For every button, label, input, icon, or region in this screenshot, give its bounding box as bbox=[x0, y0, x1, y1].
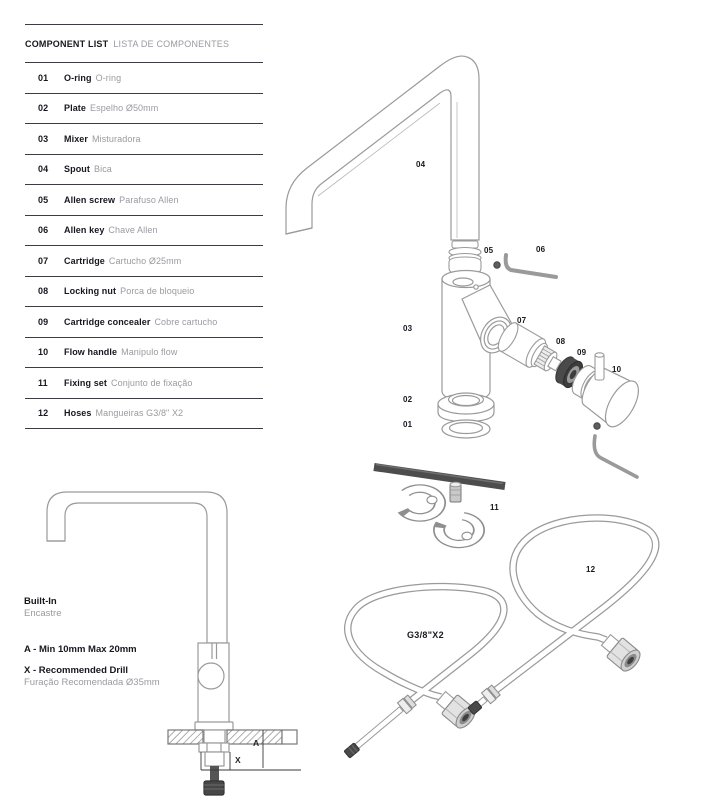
allen-key-drawing bbox=[503, 253, 558, 279]
row-name: Plate bbox=[64, 103, 87, 114]
part-label-06: 06 bbox=[536, 245, 546, 254]
part-label-02: 02 bbox=[403, 395, 413, 404]
spout-connector-drawing bbox=[448, 240, 482, 276]
part-label-05: 05 bbox=[484, 246, 494, 255]
row-number: 09 bbox=[38, 316, 49, 327]
row-number: 04 bbox=[38, 164, 49, 175]
row-number: 08 bbox=[38, 286, 49, 297]
builtin-note-x-desc: Furação Recomendada Ø35mm bbox=[24, 677, 160, 688]
row-name: Allen screw bbox=[64, 194, 116, 205]
row-number: 10 bbox=[38, 347, 49, 358]
row-number: 11 bbox=[38, 377, 48, 388]
row-desc: Cobre cartucho bbox=[154, 316, 218, 327]
component-list-title-en: COMPONENT LIST bbox=[25, 38, 109, 49]
row-number: 01 bbox=[38, 72, 49, 83]
allen-screw2-drawing bbox=[593, 422, 601, 430]
row-desc: O-ring bbox=[95, 72, 122, 83]
exploded-spout-drawing bbox=[285, 55, 480, 241]
row-name: Mixer bbox=[64, 133, 89, 144]
row-name: Cartridge bbox=[64, 255, 105, 266]
table-row: 04 Spout Bica bbox=[25, 155, 263, 185]
oring-drawing bbox=[441, 419, 491, 439]
fixing-set-drawing bbox=[373, 463, 506, 549]
hose-spec-label: G3/8"X2 bbox=[407, 630, 444, 640]
part-label-11: 11 bbox=[490, 503, 499, 512]
part-label-01: 01 bbox=[403, 420, 413, 429]
part-label-12: 12 bbox=[586, 565, 596, 574]
row-name: Fixing set bbox=[64, 377, 108, 388]
row-desc: Bica bbox=[94, 164, 112, 175]
row-desc: Conjunto de fixação bbox=[111, 377, 193, 388]
plate-drawing bbox=[437, 392, 495, 423]
allen-key2-drawing bbox=[592, 434, 639, 479]
row-desc: Cartucho Ø25mm bbox=[108, 255, 182, 266]
dimension-label-a: A bbox=[253, 738, 260, 748]
row-name: Flow handle bbox=[64, 347, 118, 358]
builtin-faucet-drawing bbox=[46, 491, 298, 796]
row-desc: Manipulo flow bbox=[121, 347, 178, 358]
row-name: O-ring bbox=[64, 72, 92, 83]
dimension-label-x: X bbox=[235, 755, 241, 765]
row-number: 12 bbox=[38, 408, 49, 419]
row-number: 03 bbox=[38, 133, 49, 144]
row-name: Hoses bbox=[64, 408, 92, 419]
component-list-title-pt: LISTA DE COMPONENTES bbox=[113, 38, 230, 49]
builtin-notes: Built-In Encastre A - Min 10mm Max 20mm … bbox=[24, 596, 160, 689]
row-desc: Porca de bloqueio bbox=[120, 286, 195, 297]
hose-right-drawing bbox=[467, 514, 660, 715]
handle-pin-drawing bbox=[594, 352, 605, 381]
cartridge-assembly-drawing bbox=[497, 322, 639, 428]
builtin-subtitle: Encastre bbox=[24, 608, 62, 619]
row-number: 07 bbox=[38, 255, 49, 266]
row-name: Cartridge concealer bbox=[64, 316, 151, 327]
builtin-title: Built-In bbox=[24, 596, 57, 607]
row-desc: Parafuso Allen bbox=[119, 194, 179, 205]
row-number: 06 bbox=[38, 225, 49, 236]
builtin-note-x-title: X - Recommended Drill bbox=[24, 665, 128, 676]
component-list-table: COMPONENT LIST LISTA DE COMPONENTES 01 O-… bbox=[25, 24, 263, 429]
row-desc: Chave Allen bbox=[108, 225, 158, 236]
row-name: Locking nut bbox=[64, 286, 117, 297]
row-desc: Mangueiras G3/8" X2 bbox=[95, 408, 184, 419]
part-label-09: 09 bbox=[577, 348, 587, 357]
part-label-07: 07 bbox=[517, 316, 527, 325]
hose-left-drawing bbox=[344, 582, 508, 758]
row-desc: Misturadora bbox=[92, 133, 141, 144]
row-name: Allen key bbox=[64, 225, 105, 236]
part-label-03: 03 bbox=[403, 324, 413, 333]
allen-screw-drawing bbox=[493, 261, 501, 269]
part-label-04: 04 bbox=[416, 160, 426, 169]
dimension-lines bbox=[200, 730, 301, 771]
part-label-08: 08 bbox=[556, 337, 566, 346]
builtin-note-a: A - Min 10mm Max 20mm bbox=[24, 644, 137, 655]
row-desc: Espelho Ø50mm bbox=[90, 103, 159, 114]
row-number: 05 bbox=[38, 194, 49, 205]
row-name: Spout bbox=[64, 164, 90, 175]
part-label-10: 10 bbox=[612, 365, 622, 374]
component-list-header: COMPONENT LIST LISTA DE COMPONENTES bbox=[25, 25, 263, 63]
row-number: 02 bbox=[38, 103, 49, 114]
